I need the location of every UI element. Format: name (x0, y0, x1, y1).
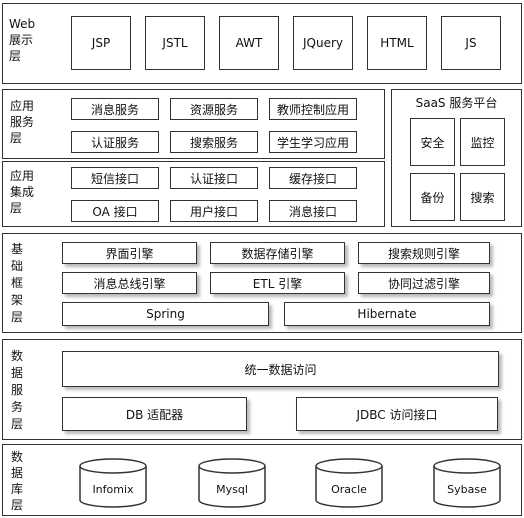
app-service-layer-label-text: 应用 服务 层 (10, 99, 35, 145)
message-bus-engine-box: 消息总线引擎 (62, 272, 197, 294)
security-box: 安全 (410, 118, 455, 166)
auth-service-box: 认证服务 (71, 131, 159, 153)
jdbc-interface-label: JDBC 访问接口 (356, 407, 438, 422)
database-layer-label-text: 数 据 库 层 (11, 450, 24, 512)
database-cylinder-icon (79, 458, 147, 508)
collab-filter-engine-box: 协同过滤引擎 (358, 272, 490, 294)
search-label: 搜索 (470, 190, 495, 205)
oa-interface-box: OA 接口 (71, 200, 159, 222)
data-storage-engine-box: 数据存储引擎 (210, 242, 345, 264)
student-learning-app-label: 学生学习应用 (276, 135, 349, 150)
search-service-box: 搜索服务 (170, 131, 258, 153)
monitor-label: 监控 (470, 135, 495, 150)
resource-service-box: 资源服务 (170, 98, 258, 120)
mysql-label: Mysql (216, 483, 248, 496)
teacher-control-app-label: 教师控制应用 (276, 102, 349, 117)
cache-interface-label: 缓存接口 (288, 171, 337, 186)
oracle-database: Oracle (315, 458, 383, 508)
auth-service-label: 认证服务 (90, 135, 139, 150)
etl-engine-label: ETL 引擎 (252, 276, 303, 291)
app-integration-layer-label: 应用 集成 层 (10, 168, 38, 216)
auth-interface-label: 认证接口 (189, 171, 238, 186)
message-service-label: 消息服务 (90, 102, 139, 117)
infomix-label: Infomix (92, 483, 134, 496)
js-label: JS (465, 36, 477, 50)
message-interface-box: 消息接口 (269, 200, 357, 222)
hibernate-box: Hibernate (284, 302, 490, 326)
sms-interface-box: 短信接口 (71, 167, 159, 189)
framework-layer-label: 基 础 框 架 层 (11, 241, 25, 326)
framework-layer-label-text: 基 础 框 架 层 (11, 242, 24, 324)
database-cylinder-icon (315, 458, 383, 508)
app-integration-layer: 应用 集成 层 短信接口 认证接口 缓存接口 OA 接口 用户接口 消息接口 (2, 161, 385, 227)
jstl-label: JSTL (162, 36, 188, 50)
resource-service-label: 资源服务 (189, 102, 238, 117)
html-label: HTML (380, 36, 414, 50)
js-box: JS (441, 16, 501, 70)
backup-label: 备份 (420, 190, 445, 205)
security-label: 安全 (420, 135, 445, 150)
teacher-control-app-box: 教师控制应用 (269, 98, 357, 120)
db-adapter-label: DB 适配器 (125, 407, 184, 422)
message-bus-engine-label: 消息总线引擎 (93, 276, 166, 291)
search-box: 搜索 (460, 173, 505, 221)
jsp-box: JSP (71, 16, 131, 70)
spring-label: Spring (146, 307, 185, 321)
web-layer-label-text: Web 展示 层 (9, 17, 36, 63)
base-framework-layer: 基 础 框 架 层 界面引擎 数据存储引擎 搜索规则引擎 消息总线引擎 ETL … (2, 233, 522, 333)
student-learning-app-box: 学生学习应用 (269, 131, 357, 153)
jquery-box: JQuery (293, 16, 353, 70)
jquery-label: JQuery (302, 36, 343, 50)
cache-interface-box: 缓存接口 (269, 167, 357, 189)
database-layer: 数 据 库 层 Infomix Mysql Oracle Sybase (2, 444, 522, 516)
awt-box: AWT (219, 16, 279, 70)
mysql-database: Mysql (198, 458, 266, 508)
ui-engine-box: 界面引擎 (62, 242, 197, 264)
data-service-layer-label: 数 据 服 务 层 (11, 348, 25, 433)
database-layer-label: 数 据 库 层 (11, 449, 25, 513)
hibernate-label: Hibernate (357, 307, 417, 321)
app-service-layer: 应用 服务 层 消息服务 资源服务 教师控制应用 认证服务 搜索服务 学生学习应… (2, 89, 385, 159)
saas-platform-panel: SaaS 服务平台 安全 监控 备份 搜索 (391, 89, 522, 227)
etl-engine-box: ETL 引擎 (210, 272, 345, 294)
search-rule-engine-label: 搜索规则引擎 (387, 246, 460, 261)
jstl-box: JSTL (145, 16, 205, 70)
html-box: HTML (367, 16, 427, 70)
search-service-label: 搜索服务 (189, 135, 238, 150)
sybase-database: Sybase (433, 458, 501, 508)
collab-filter-engine-label: 协同过滤引擎 (387, 276, 460, 291)
spring-box: Spring (62, 302, 269, 326)
oa-interface-label: OA 接口 (92, 204, 138, 219)
db-adapter-box: DB 适配器 (62, 397, 247, 431)
app-integration-layer-label-text: 应用 集成 层 (10, 169, 35, 215)
user-interface-box: 用户接口 (170, 200, 258, 222)
unified-data-access-label: 统一数据访问 (244, 362, 317, 377)
sms-interface-label: 短信接口 (90, 171, 139, 186)
infomix-database: Infomix (79, 458, 147, 508)
unified-data-access-box: 统一数据访问 (62, 351, 499, 387)
message-service-box: 消息服务 (71, 98, 159, 120)
data-service-layer: 数 据 服 务 层 统一数据访问 DB 适配器 JDBC 访问接口 (2, 339, 522, 440)
auth-interface-box: 认证接口 (170, 167, 258, 189)
backup-box: 备份 (410, 173, 455, 221)
jdbc-interface-box: JDBC 访问接口 (296, 397, 498, 431)
saas-platform-title: SaaS 服务平台 (415, 96, 498, 110)
data-storage-engine-label: 数据存储引擎 (241, 246, 314, 261)
oracle-label: Oracle (331, 483, 367, 496)
database-cylinder-icon (198, 458, 266, 508)
ui-engine-label: 界面引擎 (105, 246, 154, 261)
search-rule-engine-box: 搜索规则引擎 (358, 242, 490, 264)
web-presentation-layer: Web 展示 层 JSP JSTL AWT JQuery HTML JS (2, 3, 522, 84)
jsp-label: JSP (91, 36, 111, 50)
data-service-layer-label-text: 数 据 服 务 层 (11, 349, 24, 431)
message-interface-label: 消息接口 (288, 204, 337, 219)
user-interface-label: 用户接口 (189, 204, 238, 219)
web-layer-label: Web 展示 层 (9, 16, 39, 64)
sybase-label: Sybase (447, 483, 487, 496)
awt-label: AWT (235, 36, 263, 50)
monitor-box: 监控 (460, 118, 505, 166)
database-cylinder-icon (433, 458, 501, 508)
app-service-layer-label: 应用 服务 层 (10, 98, 38, 146)
